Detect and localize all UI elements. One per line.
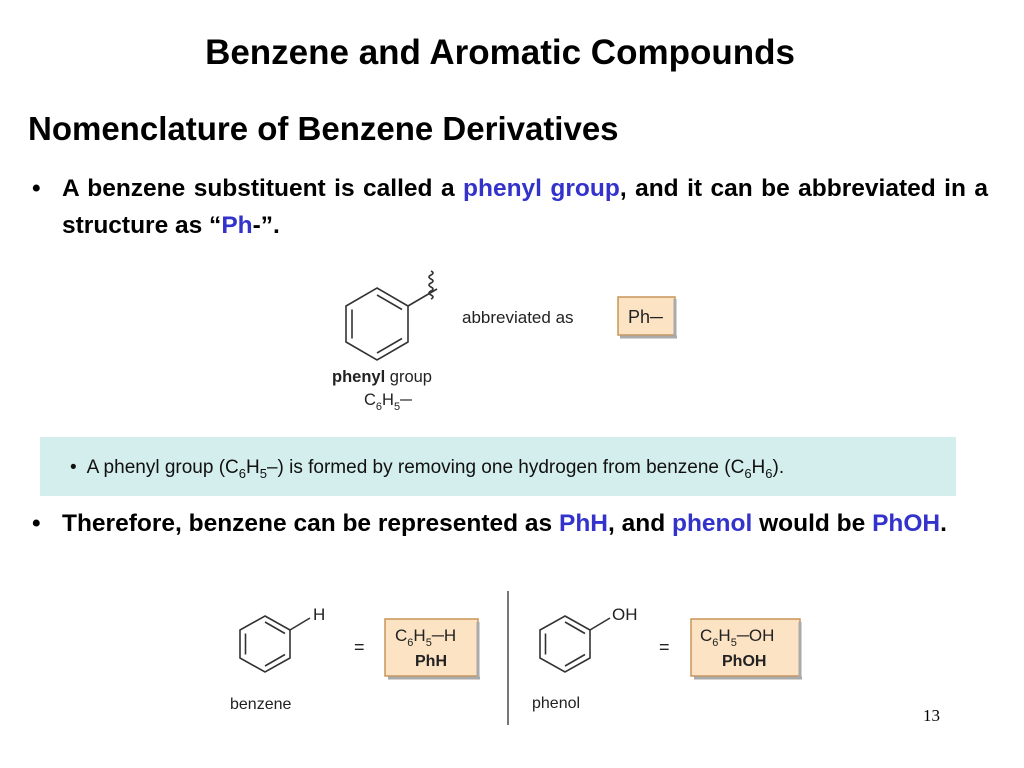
slide-title: Benzene and Aromatic Compounds	[205, 33, 795, 72]
ph-box	[617, 296, 676, 336]
bullet-text-part: -”.	[252, 212, 280, 239]
bullet-text-part: Therefore, benzene can be represented as	[62, 510, 559, 537]
bullet-phenyl-group: • A benzene substituent is called a phen…	[32, 170, 988, 244]
slide-subtitle: Nomenclature of Benzene Derivatives	[28, 110, 619, 147]
benzene-ring-icon	[239, 615, 311, 673]
highlight-phenyl-group: phenyl group	[463, 175, 620, 202]
bullet-text: A benzene substituent is called a phenyl…	[62, 170, 988, 244]
page-number: 13	[923, 706, 940, 725]
bullet-text-part: A benzene substituent is called a	[62, 175, 464, 202]
bullet-text-part: , and	[608, 510, 672, 537]
bullet-benzene-phenol: • Therefore, benzene can be represented …	[32, 505, 988, 542]
bullet-dot: •	[32, 175, 41, 202]
bullet-text: Therefore, benzene can be represented as…	[62, 505, 988, 542]
equals-sign: =	[354, 637, 365, 657]
bullet-text-part: , and it can be abbreviated in a structu…	[62, 175, 988, 239]
benzene-h-label: H	[313, 605, 325, 624]
ph-label: Ph─	[628, 307, 663, 327]
phenyl-note-box: •A phenyl group (C6H5–) is formed by rem…	[40, 437, 956, 496]
highlight-phenol: phenol	[671, 510, 753, 537]
highlight-phoh: PhOH	[872, 510, 941, 537]
phenyl-formula: C6H5─	[364, 391, 412, 413]
abbreviated-as-text: abbreviated as	[462, 308, 574, 327]
highlight-ph: Ph	[221, 212, 253, 239]
phenol-label: phenol	[532, 695, 580, 712]
phenyl-group-label: phenyl group	[332, 368, 432, 386]
bullet-text-part: .	[940, 510, 947, 537]
benzene-ring-icon	[345, 270, 438, 361]
benzene-phenol-figure: H = C6H5─H PhH OH = C6H5─OH PhOH benzene…	[230, 591, 802, 725]
phenyl-group-figure: abbreviated as Ph─ phenyl group C6H5─	[332, 270, 677, 413]
equals-sign: =	[659, 637, 670, 657]
phoh-label: PhOH	[722, 653, 766, 670]
highlight-phh: PhH	[559, 510, 608, 537]
phoh-box	[690, 618, 801, 677]
phenol-oh-label: OH	[612, 605, 638, 624]
phoh-formula: C6H5─OH	[700, 626, 774, 649]
phh-formula: C6H5─H	[395, 626, 456, 649]
bullet-text-part: would be	[752, 510, 873, 537]
benzene-label: benzene	[230, 696, 291, 713]
phh-label: PhH	[415, 653, 447, 670]
phenol-ring-icon	[539, 615, 611, 673]
note-text: •A phenyl group (C6H5–) is formed by rem…	[70, 457, 784, 481]
bullet-dot: •	[32, 510, 41, 537]
